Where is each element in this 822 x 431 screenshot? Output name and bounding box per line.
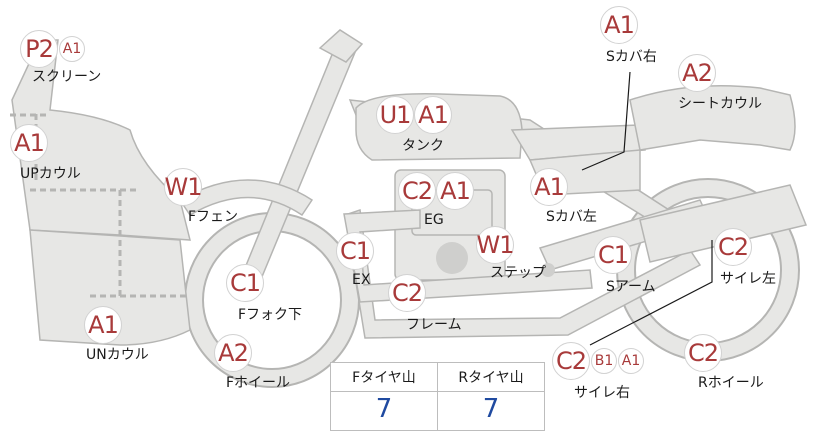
side-cover-shape xyxy=(510,124,646,161)
grade-badges: A1 xyxy=(530,168,568,206)
grade-badge: A2 xyxy=(214,334,252,372)
grade-badge: A1 xyxy=(84,306,122,344)
rear-tread-header: Rタイヤ山 xyxy=(437,362,545,392)
exhaust-shape xyxy=(343,209,593,303)
front-tread-header: Fタイヤ山 xyxy=(330,362,438,392)
grade-badges: C2 xyxy=(388,274,426,312)
part-label: EG xyxy=(424,212,444,228)
grade-badge: B1 xyxy=(591,348,617,374)
leader-lines xyxy=(581,71,713,346)
grade-badge: C1 xyxy=(336,232,374,270)
grade-badges: C1 xyxy=(336,232,374,270)
grade-badge: C1 xyxy=(226,264,264,302)
part-label: UPカウル xyxy=(20,166,81,182)
grade-badge: A1 xyxy=(10,124,48,162)
part-label: スクリーン xyxy=(32,69,102,85)
grade-badges: C1 xyxy=(226,264,264,302)
grade-badge: C2 xyxy=(388,274,426,312)
part-label: サイレ左 xyxy=(720,271,776,287)
grade-badge: P2 xyxy=(20,30,58,68)
grade-badge: A1 xyxy=(59,36,85,62)
grade-badges: W1 xyxy=(476,226,515,264)
tire-tread-table: Fタイヤ山 Rタイヤ山 7 7 xyxy=(330,362,545,431)
front-fender-shape xyxy=(178,179,314,217)
silencer-shape xyxy=(639,184,808,263)
grade-badge: A2 xyxy=(678,54,716,92)
grade-badges: C1 xyxy=(594,236,632,274)
part-label: Sアーム xyxy=(606,279,656,295)
front-tread-value: 7 xyxy=(375,394,393,424)
part-label: Fフォク下 xyxy=(238,307,303,323)
part-label: Rホイール xyxy=(698,375,764,391)
part-label: EX xyxy=(352,272,371,288)
grade-badge: U1 xyxy=(376,96,414,134)
grade-badge: C2 xyxy=(684,334,722,372)
grade-badge: A1 xyxy=(530,168,568,206)
rear-tread-value: 7 xyxy=(437,391,545,431)
part-label: タンク xyxy=(402,138,444,154)
part-label: フレーム xyxy=(406,317,462,333)
seat-cowl-shape xyxy=(629,85,796,151)
grade-badges: A2 xyxy=(214,334,252,372)
grade-badge: C2 xyxy=(552,342,590,380)
grade-badges: W1 xyxy=(164,168,203,206)
part-label: Sカバ右 xyxy=(606,49,657,65)
part-label: Fホイール xyxy=(226,375,291,391)
under-cowl-shape xyxy=(29,229,191,346)
grade-badges: A2 xyxy=(678,54,716,92)
grade-badges: A1 xyxy=(10,124,48,162)
part-label: シートカウル xyxy=(678,96,762,112)
grade-badge: A1 xyxy=(436,172,474,210)
part-label: サイレ右 xyxy=(574,385,630,401)
grade-badge: W1 xyxy=(476,226,515,264)
part-label: ステップ xyxy=(490,265,546,281)
grade-badge: C2 xyxy=(714,228,752,266)
grade-badge: C1 xyxy=(594,236,632,274)
grade-badge: C2 xyxy=(398,172,436,210)
part-label: UNカウル xyxy=(86,347,149,363)
grade-badge: W1 xyxy=(164,168,203,206)
part-label: Fフェン xyxy=(188,209,239,225)
grade-badge: A1 xyxy=(618,348,644,374)
grade-badges: A1 xyxy=(600,6,638,44)
grade-badge: A1 xyxy=(414,96,452,134)
grade-badge: A1 xyxy=(600,6,638,44)
grade-badges: C2 xyxy=(714,228,752,266)
grade-badges: C2 xyxy=(684,334,722,372)
grade-badges: A1 xyxy=(84,306,122,344)
part-label: Sカバ左 xyxy=(546,209,597,225)
